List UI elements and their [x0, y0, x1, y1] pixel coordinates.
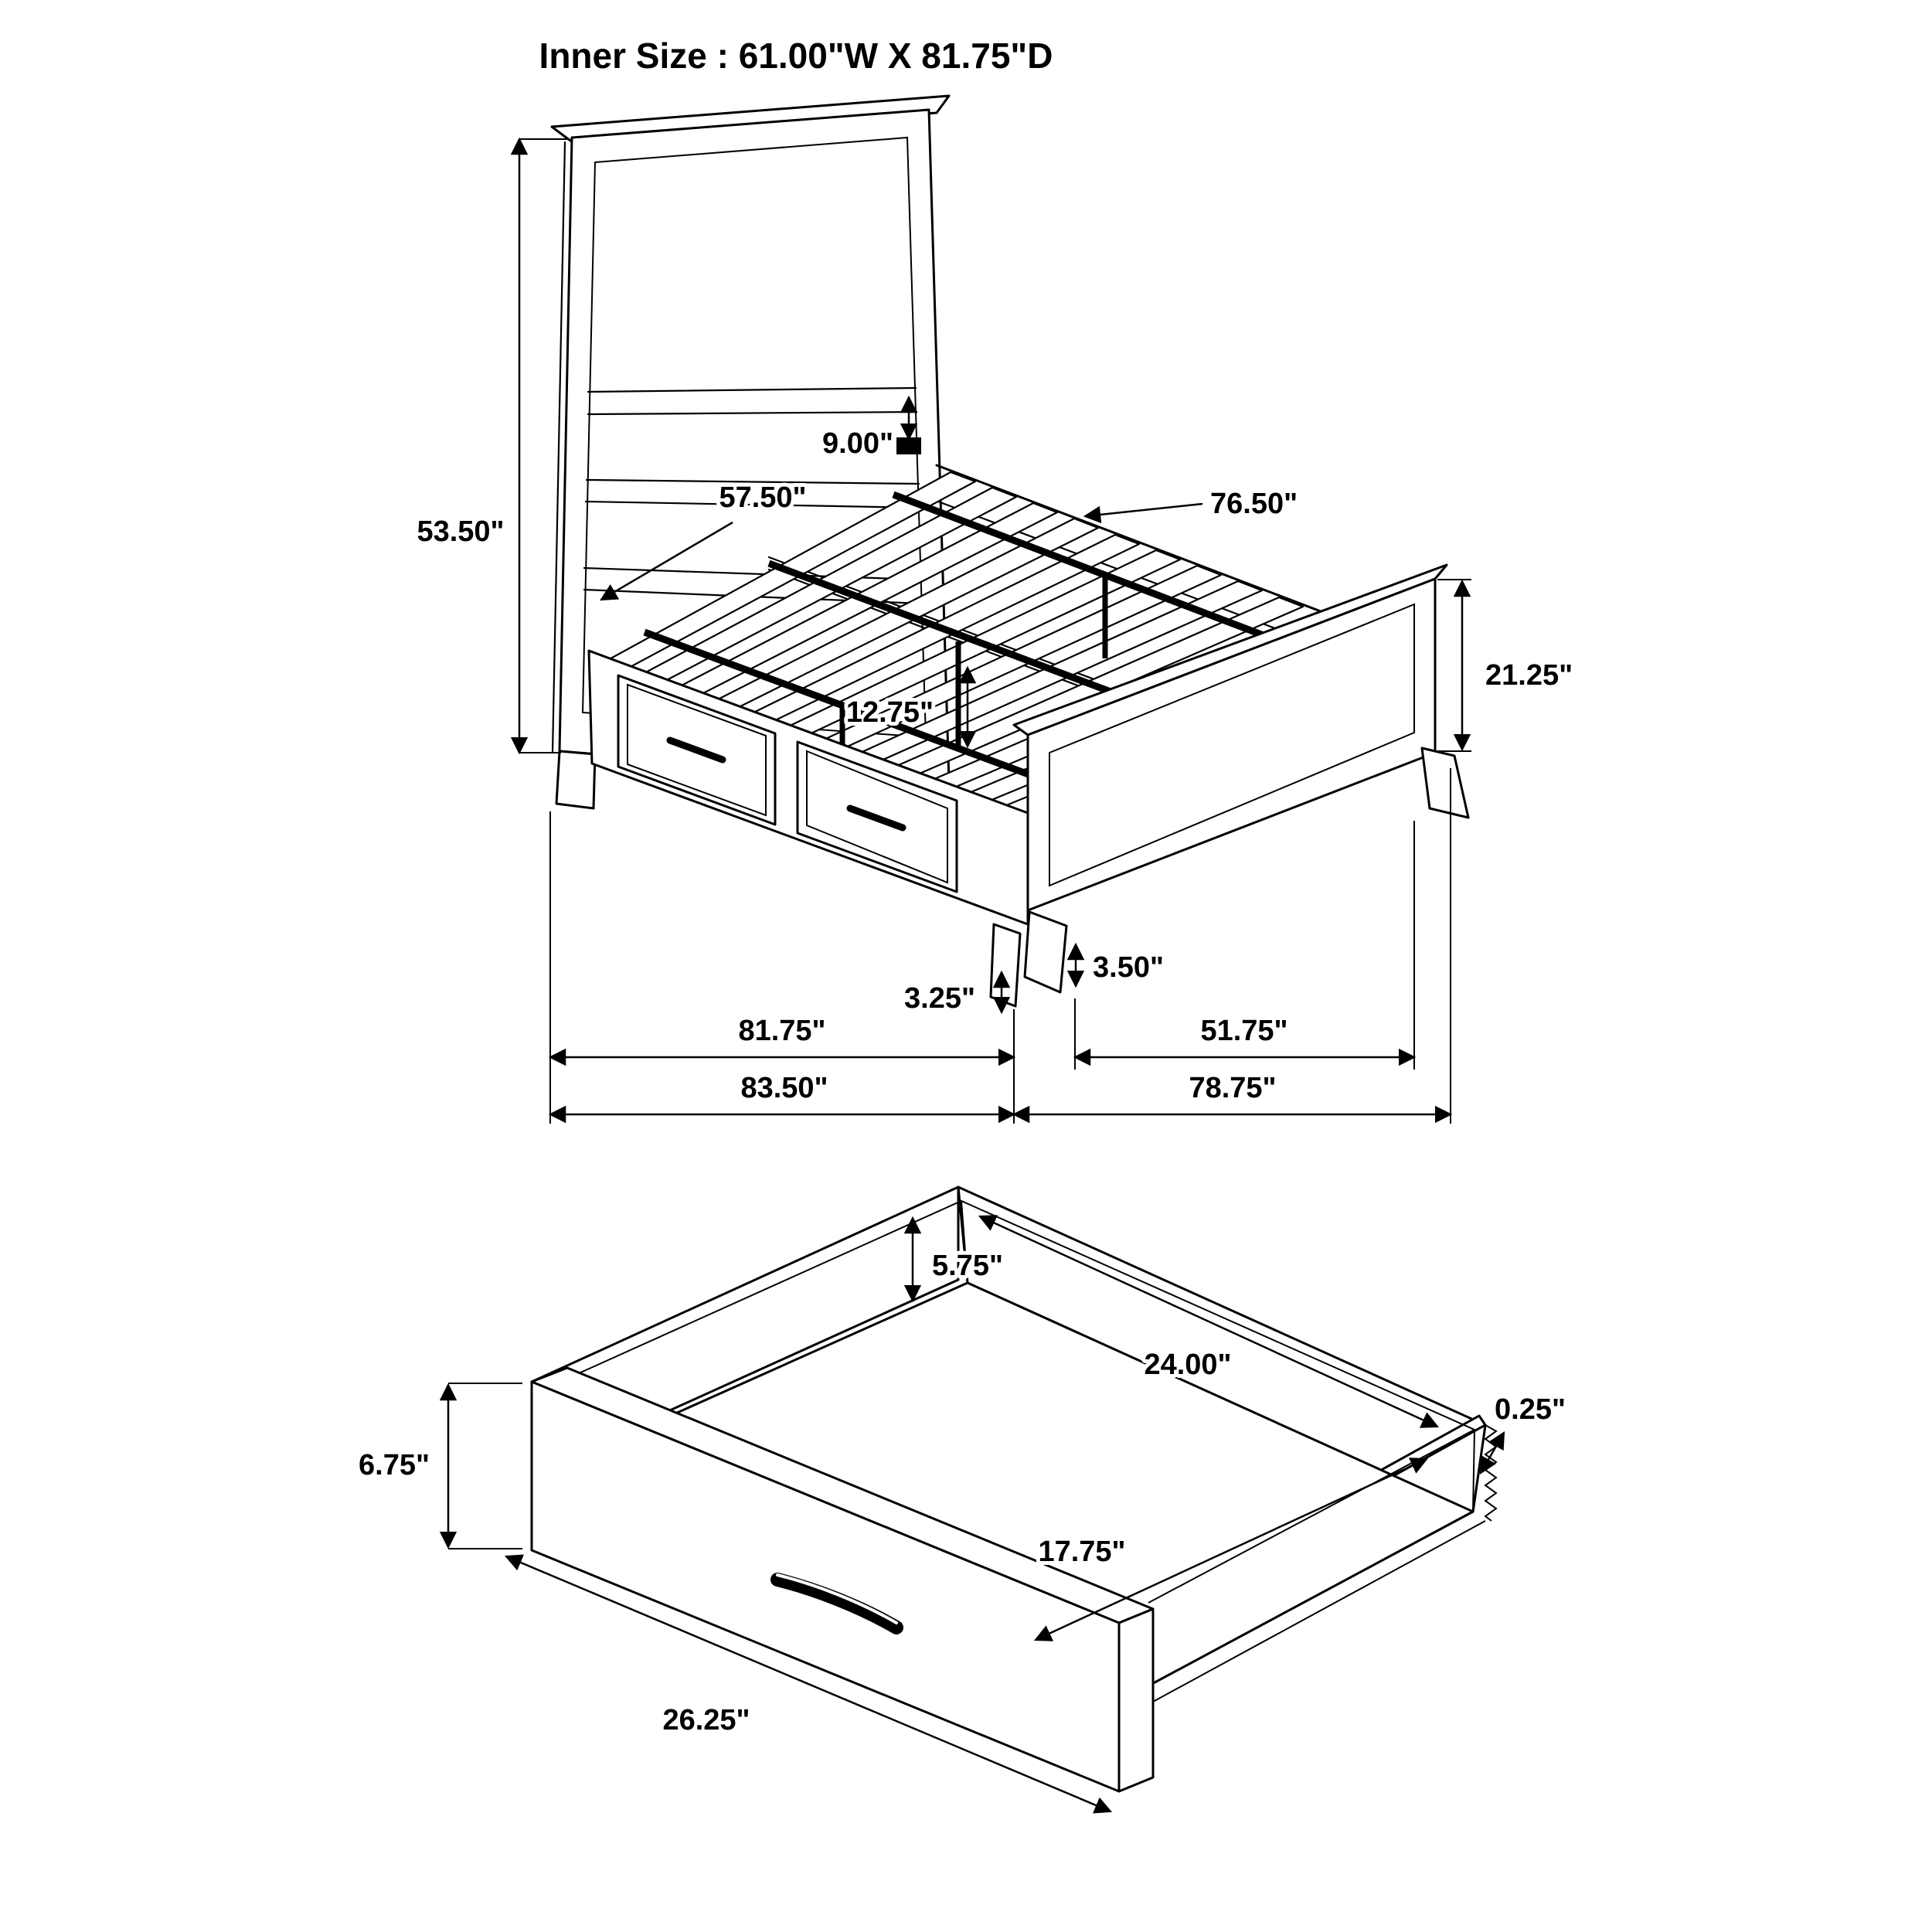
bed-drawer-2-handle	[846, 804, 906, 832]
dim-drawer-front-width: 26.25"	[662, 1704, 750, 1736]
rail-bracket	[896, 437, 921, 454]
storage-rail	[587, 649, 1029, 1008]
dim-clearance: 12.75"	[846, 696, 934, 729]
dim-drawer-thickness: 0.25"	[1495, 1393, 1566, 1426]
footboard-leg-front	[1023, 910, 1068, 994]
drawer-diagram: 5.75" 24.00" 6.75" 0.25" 17.75" 26.25"	[355, 1185, 1570, 1814]
dim-inner-width: 57.50"	[719, 481, 806, 514]
dim-footboard-span: 51.75"	[1200, 1015, 1287, 1047]
dim-overall-width: 78.75"	[1189, 1072, 1276, 1104]
dim-headboard-gap: 9.00"	[822, 427, 893, 460]
dim-rail-length: 76.50"	[1210, 488, 1298, 520]
bed-drawer-1-handle	[666, 736, 726, 764]
dim-foot-leg: 3.50"	[1093, 951, 1164, 984]
drawer-box	[530, 1185, 1498, 1793]
footboard	[1012, 563, 1470, 994]
page-title: Inner Size : 61.00"W X 81.75"D	[539, 36, 1053, 76]
dim-side-leg: 3.25"	[904, 982, 975, 1015]
headboard-leg-left	[555, 750, 597, 810]
bed-diagram: 53.50" 9.00" 57.50" 76.50" 21.25" 12.75"…	[413, 94, 1577, 1124]
drawer-dimensions: 5.75" 24.00" 6.75" 0.25" 17.75" 26.25"	[355, 1215, 1570, 1814]
dim-drawer-inner-height: 5.75"	[932, 1250, 1003, 1282]
dim-overall-depth: 83.50"	[740, 1072, 828, 1104]
dovetail-joint	[1484, 1424, 1498, 1522]
dim-headboard-height: 53.50"	[417, 515, 504, 548]
headboard-crown	[550, 94, 951, 142]
bed-dimensions: 53.50" 9.00" 57.50" 76.50" 21.25" 12.75"…	[413, 137, 1577, 1124]
dim-inner-depth: 81.75"	[738, 1015, 825, 1047]
dim-drawer-front-height: 6.75"	[359, 1449, 430, 1481]
footboard-leg-back	[1420, 747, 1470, 819]
dim-drawer-inner-width: 17.75"	[1038, 1536, 1125, 1568]
dim-drawer-inner-depth: 24.00"	[1144, 1349, 1231, 1381]
rail-leg	[989, 923, 1022, 1008]
drawer-front-end	[1117, 1607, 1155, 1793]
dim-footboard-height: 21.25"	[1485, 659, 1573, 692]
